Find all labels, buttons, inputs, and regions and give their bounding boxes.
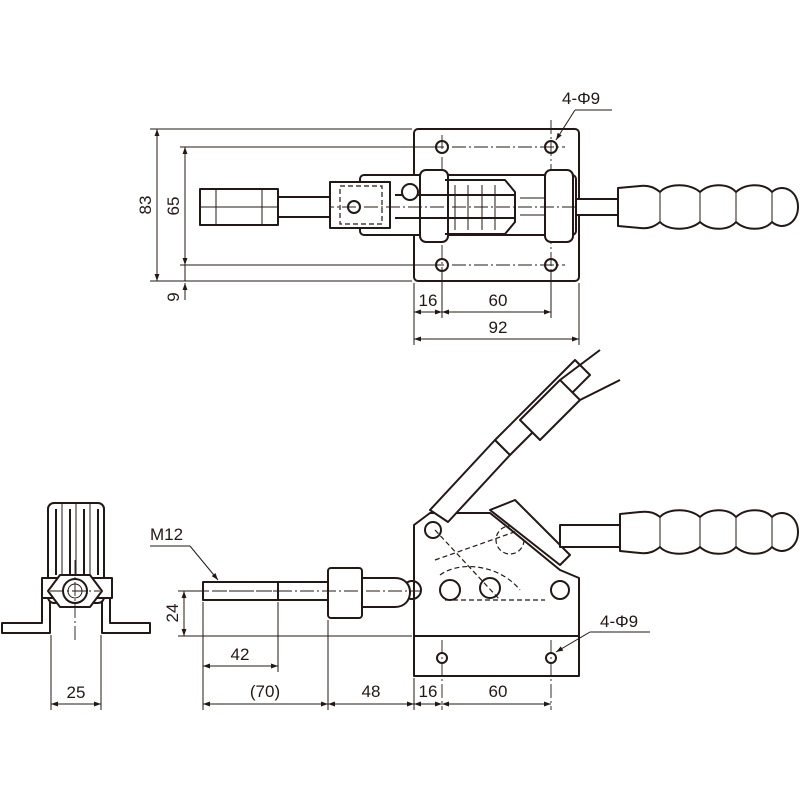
dim-9: 9 xyxy=(164,292,183,301)
side-view: M12 24 4-Φ9 42 (70) 48 16 60 xyxy=(150,349,799,710)
dim-70: (70) xyxy=(250,682,280,701)
top-plunger xyxy=(199,188,331,226)
side-clamp-body xyxy=(413,512,580,637)
dim-83: 83 xyxy=(136,196,155,215)
top-hole-callout: 4-Φ9 xyxy=(562,89,600,108)
dim-16-top: 16 xyxy=(419,291,438,310)
top-view: 4-Φ9 83 65 9 16 60 92 xyxy=(136,89,799,345)
dim-25: 25 xyxy=(67,683,86,702)
dim-92: 92 xyxy=(489,318,508,337)
dim-42: 42 xyxy=(231,645,250,664)
dim-48: 48 xyxy=(362,682,381,701)
side-base-plate xyxy=(413,635,580,677)
thread-label: M12 xyxy=(150,525,183,544)
side-handle-grip xyxy=(619,509,799,555)
dim-60-side: 60 xyxy=(489,682,508,701)
top-handle xyxy=(575,184,799,230)
dim-24: 24 xyxy=(163,604,182,623)
end-view: 25 xyxy=(1,502,151,710)
dim-16-side: 16 xyxy=(419,682,438,701)
side-hole-callout: 4-Φ9 xyxy=(600,612,638,631)
dim-65: 65 xyxy=(164,197,183,216)
dim-60-top: 60 xyxy=(489,291,508,310)
